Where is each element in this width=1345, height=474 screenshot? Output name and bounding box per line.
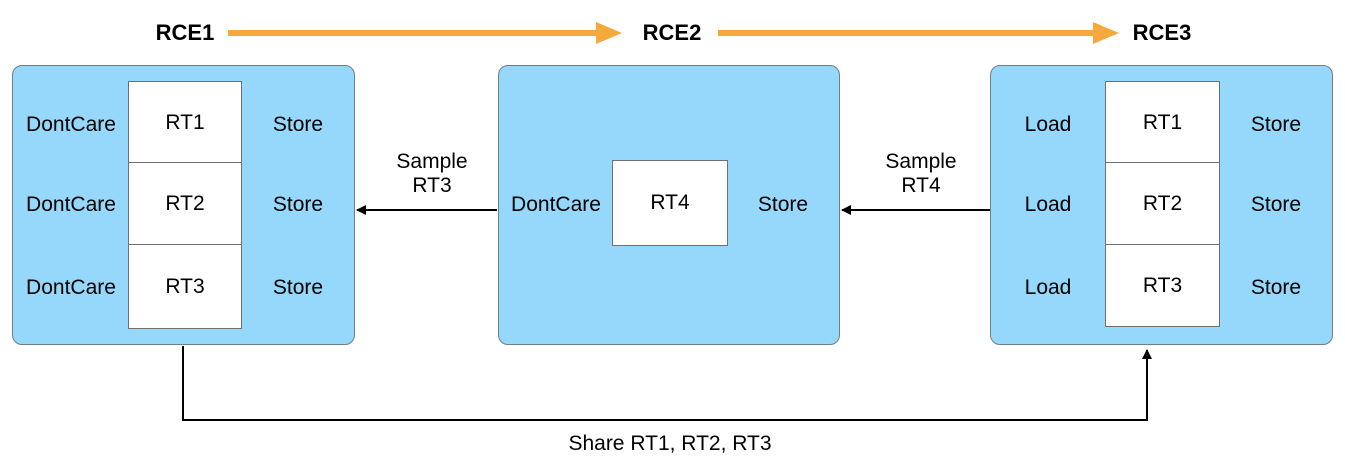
pass-order-arrow-2-3 — [718, 22, 1119, 44]
render-target-rt3: RT3 — [128, 244, 242, 329]
load-action: DontCare — [26, 276, 116, 299]
pass-order-arrow-1-2 — [228, 22, 622, 44]
render-target-rt3: RT3 — [1105, 244, 1220, 327]
render-target-rt1: RT1 — [128, 81, 242, 164]
render-target-rt1: RT1 — [1105, 81, 1220, 164]
load-action: DontCare — [26, 193, 116, 216]
sample-rt3-label-line1: Sample — [396, 150, 468, 173]
sample-rt3-label-line2: RT3 — [412, 174, 452, 197]
sample-rt4-label-line1: Sample — [885, 150, 957, 173]
pass-title-rce1: RCE1 — [155, 20, 215, 45]
render-target-rt2: RT2 — [128, 162, 242, 246]
store-action: Store — [272, 276, 324, 299]
sample-rt4-label: Sample RT4 — [871, 150, 971, 198]
store-action: Store — [1250, 276, 1302, 299]
store-action: Store — [757, 193, 809, 216]
share-arrow — [182, 346, 1152, 421]
load-action: DontCare — [26, 113, 116, 136]
sample-rt4-label-line2: RT4 — [901, 174, 941, 197]
sample-rt3-label: Sample RT3 — [382, 150, 482, 198]
load-action: Load — [1024, 113, 1072, 136]
pass-title-rce2: RCE2 — [642, 20, 702, 45]
store-action: Store — [1250, 113, 1302, 136]
store-action: Store — [1250, 193, 1302, 216]
load-action: Load — [1024, 193, 1072, 216]
store-action: Store — [272, 193, 324, 216]
load-action: Load — [1024, 276, 1072, 299]
pass-title-rce3: RCE3 — [1132, 20, 1192, 45]
render-target-rt4: RT4 — [612, 160, 728, 246]
store-action: Store — [272, 113, 324, 136]
load-action: DontCare — [511, 193, 601, 216]
render-target-rt2: RT2 — [1105, 162, 1220, 246]
share-label: Share RT1, RT2, RT3 — [568, 432, 772, 455]
